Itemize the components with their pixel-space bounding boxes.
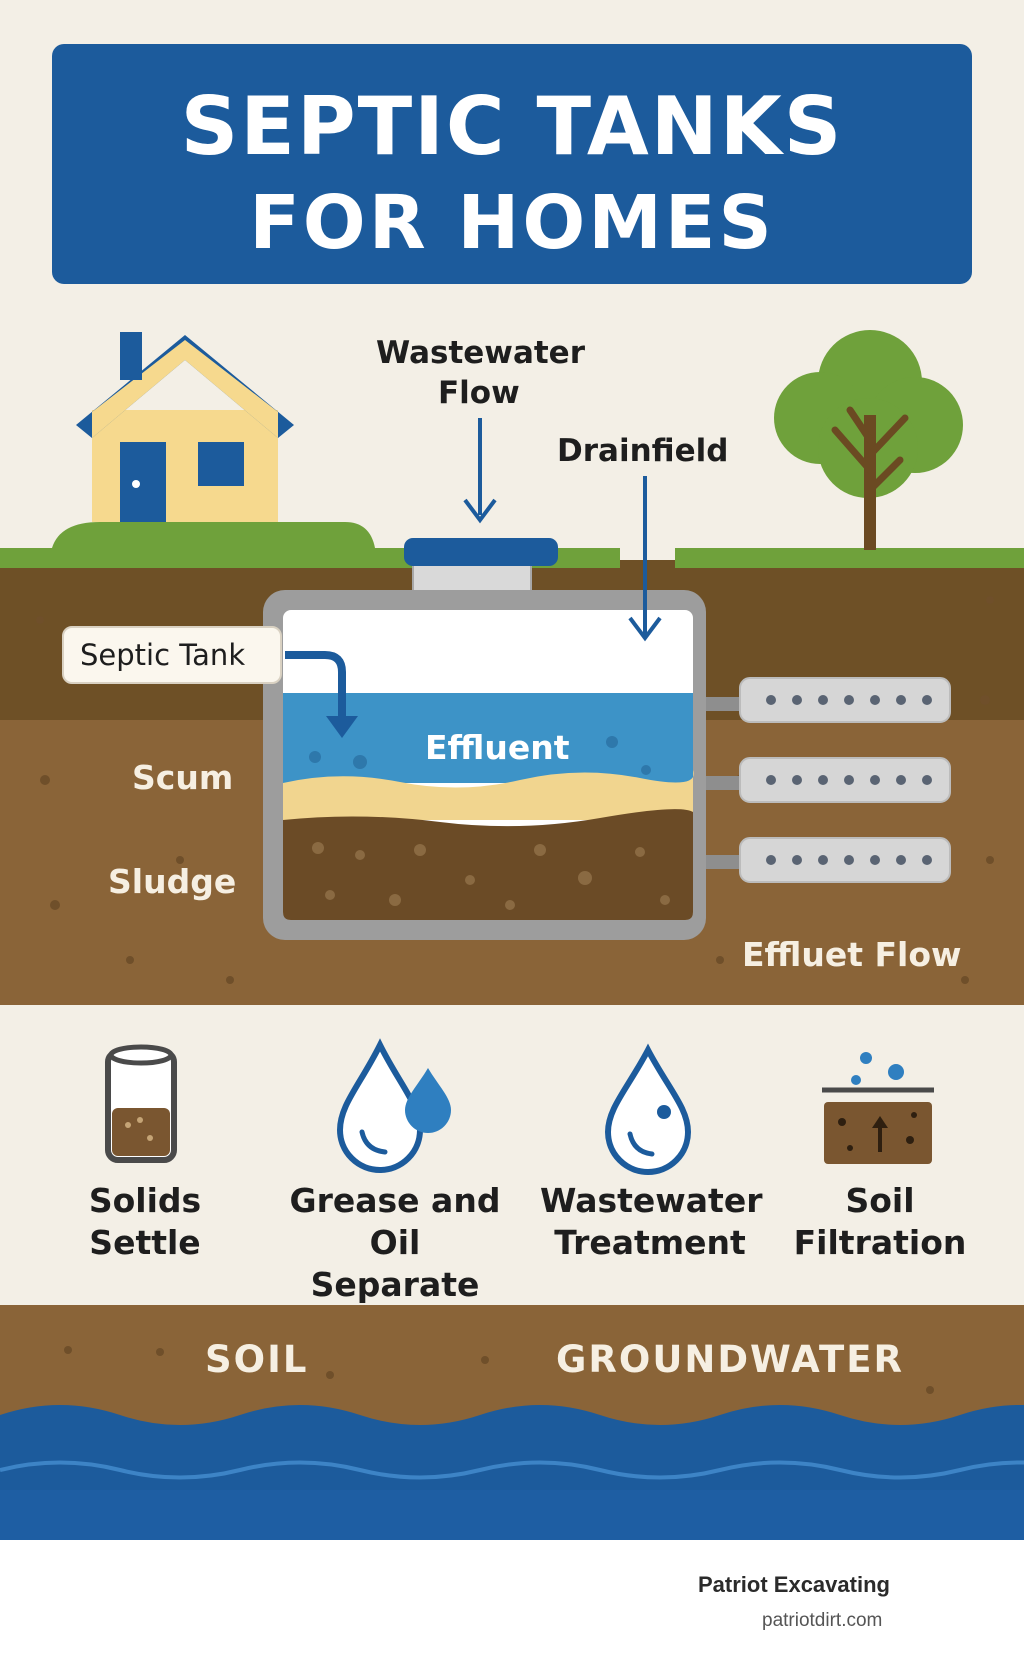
- drainfield-pipes: [706, 677, 951, 883]
- effluent-flow-label: Effluet Flow: [742, 935, 962, 974]
- page-subtitle: FOR HOMES: [249, 180, 775, 266]
- page-title: SEPTIC TANKS: [180, 80, 844, 173]
- septic-tank-callout: Septic Tank: [62, 626, 282, 684]
- scum-layer: [283, 770, 694, 820]
- brand-name: Patriot Excavating: [698, 1572, 890, 1597]
- soil-filtration-icon: [822, 1052, 934, 1164]
- drainfield-label: Drainfield: [557, 433, 729, 469]
- step-label-soil: Soil Filtration: [793, 1181, 967, 1262]
- step-label-grease: Grease and Oil Separate: [289, 1181, 501, 1304]
- sludge-layer: [283, 809, 693, 920]
- lawn-mound: [52, 522, 375, 548]
- step-label-solids: Solids Settle: [88, 1181, 202, 1262]
- title-banner: SEPTIC TANKS FOR HOMES: [52, 44, 972, 284]
- scum-label: Scum: [132, 758, 234, 797]
- wastewater-label: Wastewater: [376, 335, 585, 371]
- step-label-wastewater: Wastewater Treatment: [540, 1181, 763, 1262]
- tree-icon: [774, 330, 963, 550]
- house-icon: [76, 332, 294, 522]
- septic-tank-label: Septic Tank: [80, 638, 246, 672]
- tank-cylinder-icon: [105, 1044, 177, 1163]
- effluent-layer: [283, 693, 693, 783]
- grass-right: [675, 548, 1024, 568]
- water-drop-icon: [604, 1043, 692, 1175]
- effluent-label: Effluent: [425, 728, 570, 767]
- groundwater-label: GROUNDWATER: [556, 1338, 904, 1381]
- footer: [0, 1540, 1024, 1666]
- sludge-label: Sludge: [108, 862, 237, 901]
- soil-label: SOIL: [205, 1338, 309, 1381]
- water-drops-icon: [336, 1038, 451, 1173]
- brand-site[interactable]: patriotdirt.com: [762, 1610, 883, 1631]
- flow-label: Flow: [438, 375, 520, 411]
- tank-lid: [404, 538, 558, 566]
